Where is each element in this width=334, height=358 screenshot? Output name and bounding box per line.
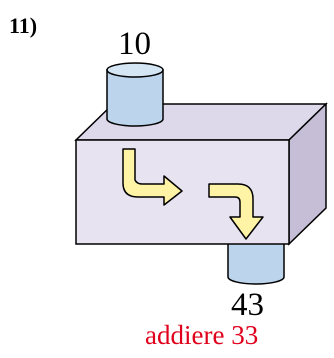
input-cylinder-icon bbox=[106, 62, 164, 127]
machine-box bbox=[74, 102, 328, 246]
process-arrow-2-icon bbox=[208, 183, 264, 240]
output-value: 43 bbox=[231, 287, 264, 323]
output-cylinder-icon bbox=[227, 241, 285, 285]
process-arrow-1-icon bbox=[122, 148, 183, 206]
operation-label: addiere 33 bbox=[145, 320, 259, 350]
machine-box-front bbox=[75, 139, 290, 245]
problem-number: 11) bbox=[9, 13, 38, 38]
input-value: 10 bbox=[118, 26, 151, 62]
